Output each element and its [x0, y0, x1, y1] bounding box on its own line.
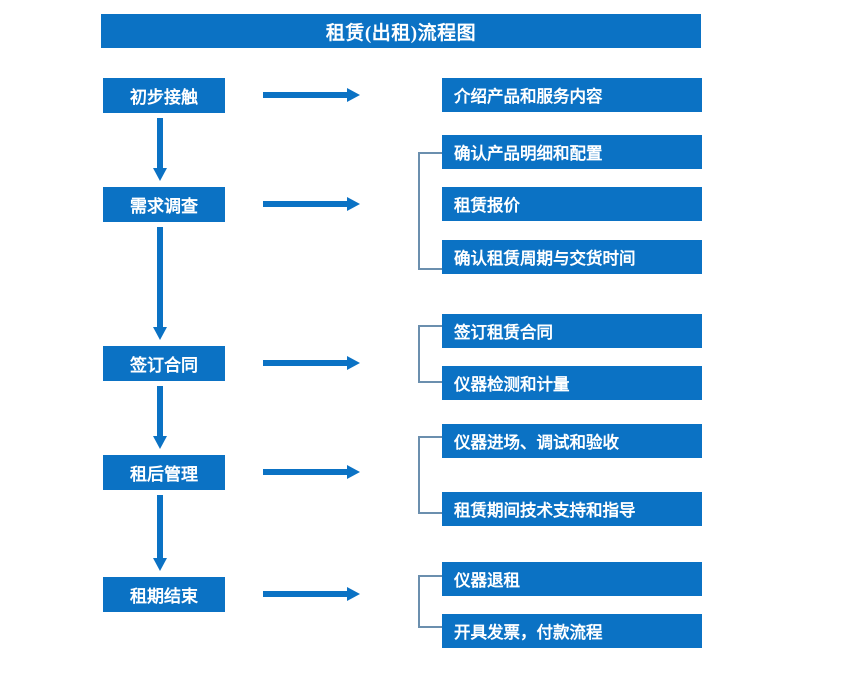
group-bracket-2: [418, 325, 442, 383]
group-bracket-1: [418, 152, 442, 270]
detail-label-6: 仪器检测和计量: [454, 374, 570, 394]
detail-box-10[interactable]: 开具发票，付款流程: [442, 614, 702, 648]
down-arrow-icon-1: [153, 118, 167, 181]
detail-label-2: 确认产品明细和配置: [454, 143, 603, 163]
stage-box-3[interactable]: 签订合同: [103, 346, 225, 381]
down-arrow-icon-2: [153, 227, 167, 340]
detail-box-6[interactable]: 仪器检测和计量: [442, 366, 702, 400]
stage-box-4[interactable]: 租后管理: [103, 455, 225, 490]
stage-box-1[interactable]: 初步接触: [103, 78, 225, 113]
detail-label-7: 仪器进场、调试和验收: [454, 432, 619, 452]
detail-box-4[interactable]: 确认租赁周期与交货时间: [442, 240, 702, 274]
right-arrow-icon-2: [263, 197, 360, 211]
stage-box-5[interactable]: 租期结束: [103, 577, 225, 612]
right-arrow-icon-4: [263, 465, 360, 479]
right-arrow-icon-3: [263, 356, 360, 370]
right-arrow-icon-5: [263, 587, 360, 601]
detail-box-2[interactable]: 确认产品明细和配置: [442, 135, 702, 169]
stage-label-5: 租期结束: [130, 586, 198, 606]
detail-label-3: 租赁报价: [454, 195, 520, 215]
down-arrow-icon-4: [153, 495, 167, 571]
stage-label-2: 需求调查: [130, 196, 198, 216]
down-arrow-icon-3: [153, 386, 167, 449]
stage-box-2[interactable]: 需求调查: [103, 187, 225, 222]
detail-box-3[interactable]: 租赁报价: [442, 187, 702, 221]
detail-label-4: 确认租赁周期与交货时间: [454, 248, 636, 268]
detail-box-1[interactable]: 介绍产品和服务内容: [442, 78, 702, 112]
group-bracket-3: [418, 436, 442, 514]
detail-label-9: 仪器退租: [454, 570, 520, 590]
stage-label-1: 初步接触: [130, 87, 198, 107]
diagram-title: 租赁(出租)流程图: [101, 14, 701, 48]
detail-label-5: 签订租赁合同: [454, 322, 553, 342]
right-arrow-icon-1: [263, 88, 360, 102]
detail-label-8: 租赁期间技术支持和指导: [454, 500, 636, 520]
detail-box-8[interactable]: 租赁期间技术支持和指导: [442, 492, 702, 526]
group-bracket-4: [418, 575, 442, 628]
detail-label-10: 开具发票，付款流程: [454, 622, 603, 642]
detail-box-9[interactable]: 仪器退租: [442, 562, 702, 596]
detail-box-7[interactable]: 仪器进场、调试和验收: [442, 424, 702, 458]
stage-label-4: 租后管理: [130, 464, 198, 484]
detail-label-1: 介绍产品和服务内容: [454, 86, 603, 106]
stage-label-3: 签订合同: [130, 355, 198, 375]
detail-box-5[interactable]: 签订租赁合同: [442, 314, 702, 348]
